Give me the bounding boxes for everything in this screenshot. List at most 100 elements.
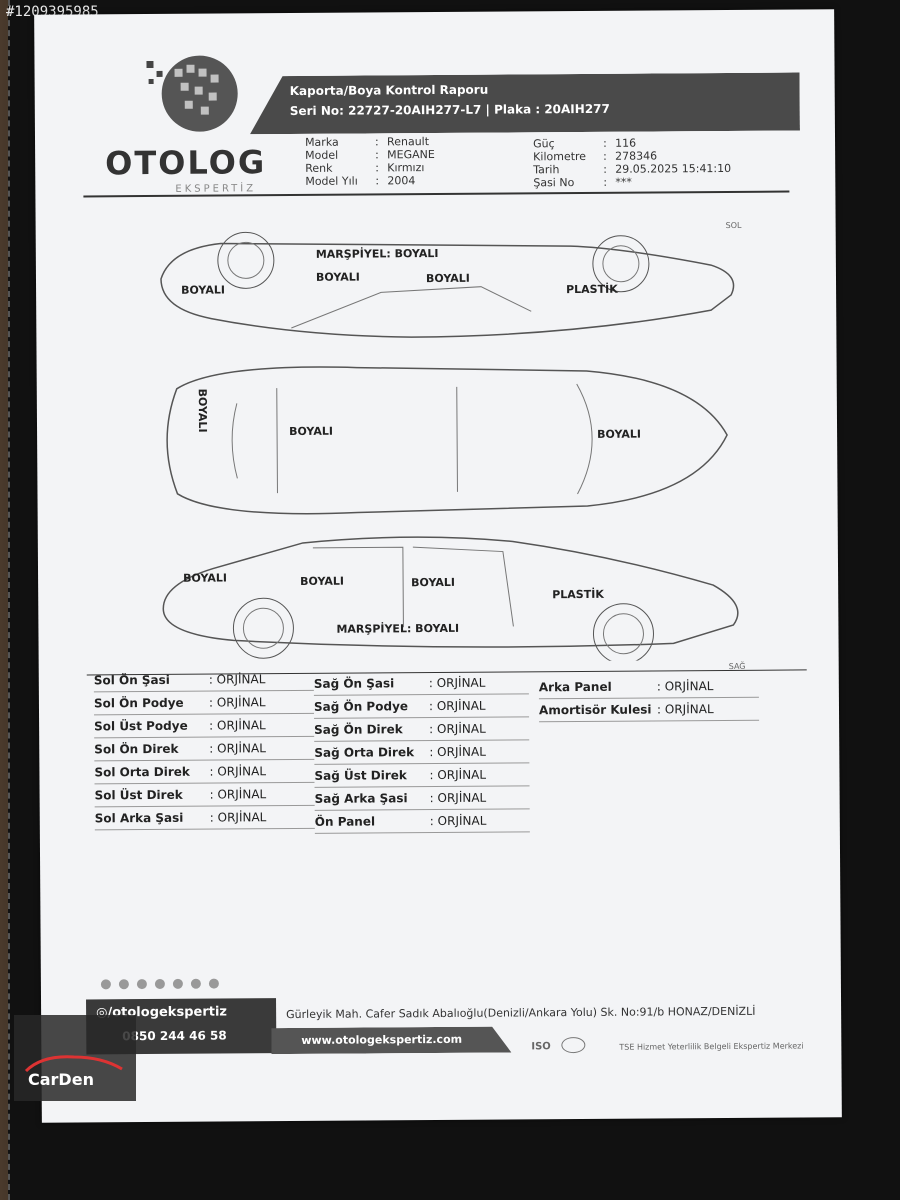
footer-social-icons <box>100 978 281 995</box>
part-name: Amortisör Kulesi <box>538 702 652 718</box>
part-name: Sol Arka Şasi <box>94 810 184 826</box>
part-name: Sol Üst Direk <box>94 787 183 803</box>
part-status: : ORJİNAL <box>429 767 487 783</box>
table-row: Sol Arka Şasi : ORJİNAL <box>94 805 315 831</box>
report-sheet: OTOLOG EKSPERTİZ Kaporta/Boya Kontrol Ra… <box>34 9 842 1123</box>
part-status: : ORJİNAL <box>429 744 486 760</box>
left-rear-door-label: BOYALI <box>315 270 360 284</box>
report-header-banner: Kaporta/Boya Kontrol Raporu Seri No: 227… <box>250 72 800 134</box>
info-value: 278346 <box>615 149 658 163</box>
info-value: *** <box>615 175 632 189</box>
left-front-door-label: BOYALI <box>425 271 470 286</box>
part-status: : ORJİNAL <box>209 810 267 825</box>
table-row: Sağ Arka Şasi : ORJİNAL <box>314 786 530 811</box>
table-row: Sağ Orta Direk : ORJİNAL <box>314 740 530 765</box>
part-name: Sol Üst Podye <box>94 718 188 734</box>
table-row: Sol Ön Direk : ORJİNAL <box>94 736 315 762</box>
table-row: Sağ Ön Direk : ORJİNAL <box>314 717 530 742</box>
vehicle-info-left: Marka:Renault Model:MEGANE Renk:Kırmızı … <box>304 135 435 188</box>
footer-website-bar: www.otologekspertiz.com <box>271 1027 511 1055</box>
phone-number: 0850 244 46 58 <box>122 1028 227 1044</box>
social-icon <box>100 979 111 990</box>
part-status: : ORJİNAL <box>208 695 266 710</box>
part-name: Sol Ön Direk <box>94 741 179 757</box>
brand-subtitle: EKSPERTİZ <box>175 183 257 195</box>
carden-watermark: CarDen <box>14 1015 136 1101</box>
part-status: : ORJİNAL <box>656 702 714 717</box>
info-value: Kırmızı <box>387 161 425 175</box>
table-row: Sol Üst Podye : ORJİNAL <box>94 713 315 739</box>
top-roof-label: BOYALI <box>289 424 333 439</box>
otolog-globe-logo <box>146 55 238 132</box>
tse-certificate-text: TSE Hizmet Yeterlilik Belgeli Ekspertiz … <box>619 1041 804 1052</box>
part-name: Sağ Ön Direk <box>314 722 403 737</box>
report-serial: Seri No: 22727-20AIH277-L7 | Plaka : 20A… <box>289 101 610 119</box>
iso-badge: ISO <box>531 1041 551 1053</box>
part-status: : ORJİNAL <box>209 718 266 733</box>
table-row: Sol Ön Şasi : ORJİNAL <box>93 667 314 693</box>
left-rear-label: BOYALI <box>181 283 225 297</box>
side-tag-left: SOL <box>725 220 742 230</box>
table-row: Arka Panel : ORJİNAL <box>538 674 759 700</box>
part-name: Sağ Ön Podye <box>313 699 409 714</box>
info-key: Model Yılı <box>305 174 358 188</box>
part-name: Sağ Orta Direk <box>314 745 415 760</box>
table-row: Sol Orta Direk: ORJİNAL <box>94 759 315 785</box>
table-middle-column: Sağ Ön Şasi: ORJİNAL Sağ Ön Podye: ORJİN… <box>313 671 530 834</box>
part-name: Sol Ön Şasi <box>93 672 170 688</box>
part-name: Arka Panel <box>538 679 612 695</box>
table-right-column: Arka Panel : ORJİNAL Amortisör Kulesi : OR… <box>538 674 760 723</box>
part-name: Sağ Üst Direk <box>314 768 407 783</box>
top-hood-label: BOYALI <box>597 427 642 441</box>
car-silhouette-icon <box>24 1055 123 1073</box>
carden-logo-text: CarDen <box>28 1070 94 1089</box>
part-status: : ORJİNAL <box>429 813 487 829</box>
part-status: : ORJİNAL <box>209 764 267 779</box>
social-icon <box>118 979 129 990</box>
info-key: Kilometre <box>533 149 587 164</box>
right-front-door-label: BOYALI <box>411 575 456 590</box>
left-front-label: PLASTİK <box>566 282 618 297</box>
info-key: Tarih <box>533 163 560 177</box>
table-row: Ön Panel : ORJİNAL <box>314 809 530 834</box>
social-icon <box>154 978 165 989</box>
table-row: Sol Üst Direk : ORJİNAL <box>94 782 315 808</box>
left-marspiyel-label: MARŞPİYEL: BOYALI <box>315 246 439 261</box>
tse-badge-icon <box>561 1036 586 1054</box>
info-value: 29.05.2025 15:41:10 <box>615 161 732 176</box>
table-row: Sağ Ön Şasi: ORJİNAL <box>313 671 529 696</box>
part-name: Sağ Ön Şasi <box>313 676 395 691</box>
part-status: : ORJİNAL <box>656 679 714 694</box>
part-name: Ön Panel <box>314 814 376 829</box>
brand-logo-text: OTOLOG <box>105 143 267 183</box>
report-title: Kaporta/Boya Kontrol Raporu <box>289 82 489 99</box>
table-row: Sağ Ön Podye : ORJİNAL <box>313 694 530 719</box>
right-front-label: PLASTİK <box>552 587 604 602</box>
part-status: : ORJİNAL <box>209 741 266 756</box>
right-marspiyel-label: MARŞPİYEL: BOYALI <box>336 621 460 636</box>
table-row: Amortisör Kulesi : ORJİNAL <box>538 697 760 723</box>
social-icon <box>208 978 219 989</box>
info-key: Renk <box>305 161 333 175</box>
top-trunk-label: BOYALI <box>195 388 210 433</box>
info-value: Renault <box>386 135 430 149</box>
info-value: MEGANE <box>387 148 435 162</box>
info-key: Model <box>305 148 339 162</box>
social-icon <box>190 978 201 989</box>
table-row: Sağ Üst Direk : ORJİNAL <box>314 763 530 788</box>
part-status: : ORJİNAL <box>428 698 486 714</box>
part-status: : ORJİNAL <box>209 787 267 802</box>
part-status: : ORJİNAL <box>429 721 486 737</box>
social-icon <box>172 978 183 989</box>
info-key: Güç <box>533 137 555 151</box>
part-status: : ORJİNAL <box>208 672 266 687</box>
website-link: www.otologekspertiz.com <box>301 1032 463 1047</box>
part-status: : ORJİNAL <box>429 790 487 806</box>
table-row: Sol Ön Podye : ORJİNAL <box>93 690 315 716</box>
part-name: Sağ Arka Şasi <box>314 791 408 806</box>
car-left-side-view <box>160 231 735 338</box>
info-value: 2004 <box>387 174 416 188</box>
part-name: Sol Ön Podye <box>93 695 184 711</box>
vehicle-info-right: Güç:116 Kilometre:278346 Tarih:29.05.202… <box>533 136 732 190</box>
car-right-side-view <box>162 536 739 664</box>
